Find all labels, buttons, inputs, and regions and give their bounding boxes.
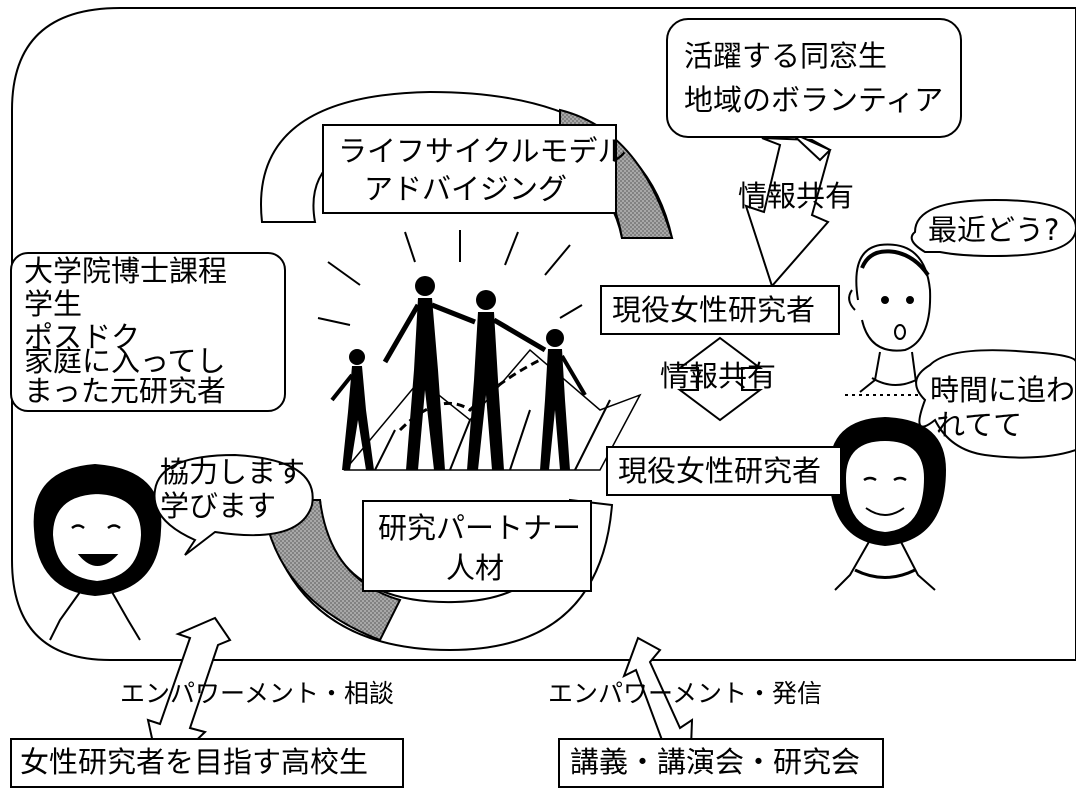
left-line5: まった元研究者 bbox=[24, 374, 226, 408]
left-box: 大学院博士課程 学生 ポスドク 家庭に入ってし まった元研究者 bbox=[10, 252, 286, 412]
girl-smiling-icon bbox=[33, 463, 162, 641]
left-line2: 学生 bbox=[24, 287, 83, 321]
sun-rays bbox=[317, 230, 583, 326]
top-center-box: ライフサイクルモデル アドバイジング bbox=[322, 124, 627, 214]
researcher-box-1: 現役女性研究者 bbox=[600, 285, 840, 335]
left-line3: ポスドク bbox=[24, 320, 141, 354]
woman-surprised-icon bbox=[845, 243, 933, 396]
outer-frame bbox=[11, 7, 1076, 661]
empowerment-left-label: エンパワーメント・相談 bbox=[120, 679, 395, 708]
woman-smiling-icon bbox=[828, 416, 947, 591]
bottom-right-box: 講義・講演会・研究会 bbox=[558, 738, 884, 788]
top-center-line2: アドバイジング bbox=[364, 172, 568, 206]
bottom-left-label: 女性研究者を目指す高校生 bbox=[20, 745, 369, 779]
researcher-box-2: 現役女性研究者 bbox=[606, 446, 842, 496]
bottom-right-label: 講義・講演会・研究会 bbox=[570, 745, 861, 779]
bubble-right-line2: れてて bbox=[936, 408, 1023, 442]
vertical-double-arrow-icon bbox=[677, 336, 763, 422]
bottom-center-line2: 人材 bbox=[446, 551, 505, 585]
left-line4: 家庭に入ってし bbox=[24, 344, 226, 378]
bubble-left-shape bbox=[153, 453, 314, 556]
people-climbing-icon bbox=[330, 276, 642, 471]
top-right-line1: 活躍する同窓生 bbox=[684, 39, 888, 73]
empowerment-right-label: エンパワーメント・発信 bbox=[548, 679, 823, 708]
bottom-center-box: 研究パートナー 人材 bbox=[362, 500, 592, 592]
bubble-left-line2: 学びます bbox=[160, 489, 277, 523]
bottom-center-line1: 研究パートナー bbox=[378, 511, 582, 545]
info-share-label-1: 情報共有 bbox=[738, 179, 855, 213]
bubble-top-right-text: 最近どう? bbox=[928, 213, 1060, 247]
top-right-line2: 地域のボランティア bbox=[684, 83, 944, 117]
top-right-box: 活躍する同窓生 地域のボランティア bbox=[666, 18, 962, 138]
bubble-right-shape bbox=[915, 349, 1076, 459]
left-line1: 大学院博士課程 bbox=[24, 254, 228, 288]
bubble-left-line1: 協力します bbox=[160, 455, 306, 489]
researcher-label-1: 現役女性研究者 bbox=[612, 293, 816, 327]
top-center-line1: ライフサイクルモデル bbox=[338, 134, 627, 168]
bubble-top-right-shape bbox=[910, 198, 1076, 258]
bottom-left-box: 女性研究者を目指す高校生 bbox=[10, 738, 404, 788]
researcher-label-2: 現役女性研究者 bbox=[618, 454, 822, 488]
info-share-label-2: 情報共有 bbox=[660, 359, 777, 393]
double-arrow-icon bbox=[744, 131, 832, 288]
bubble-right-line1: 時間に追わ bbox=[930, 373, 1076, 407]
